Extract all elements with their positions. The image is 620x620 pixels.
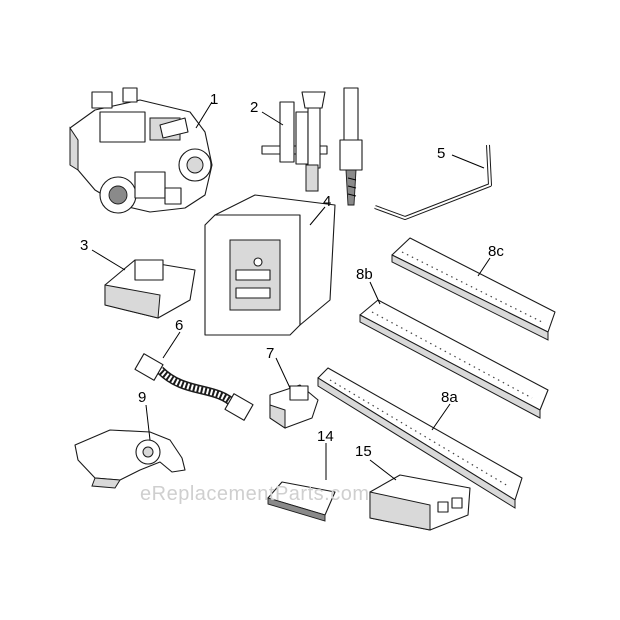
leader-6 [162, 331, 181, 359]
callout-8c: 8c [488, 243, 504, 260]
part-8a-burner-rail[interactable] [317, 367, 523, 509]
callout-1: 1 [210, 91, 218, 108]
part-6-flex-line[interactable] [134, 353, 254, 421]
leader-1 [195, 101, 213, 129]
leader-2 [261, 111, 284, 126]
leader-3 [91, 249, 126, 271]
part-15-box[interactable] [369, 474, 471, 531]
callout-4: 4 [323, 193, 331, 210]
part-8b-burner-rail[interactable] [359, 299, 549, 419]
callout-5: 5 [437, 145, 445, 162]
part-8c-burner-rail[interactable] [391, 237, 556, 341]
callout-9: 9 [138, 389, 146, 406]
part-14-cover[interactable] [267, 481, 336, 522]
callout-6: 6 [175, 317, 183, 334]
callout-14: 14 [317, 428, 334, 445]
part-3-module[interactable] [104, 259, 196, 319]
part-2-pilot-assembly[interactable] [261, 87, 363, 206]
leader-8b [369, 281, 381, 305]
part-4-control-module[interactable] [204, 194, 336, 336]
leader-4 [309, 206, 326, 226]
part-7-fitting[interactable] [269, 384, 319, 429]
watermark-text: eReplacementParts.com [140, 483, 369, 505]
callout-7: 7 [266, 345, 274, 362]
part-1-gas-valve[interactable] [69, 87, 213, 214]
callout-3: 3 [80, 237, 88, 254]
leader-5 [451, 154, 485, 169]
part-9-bracket[interactable] [74, 429, 186, 489]
callout-15: 15 [355, 443, 372, 460]
callout-8a: 8a [441, 389, 458, 406]
leader-15 [369, 459, 397, 481]
leader-7 [275, 357, 291, 389]
callout-8b: 8b [356, 266, 373, 283]
callout-2: 2 [250, 99, 258, 116]
leader-9 [145, 404, 151, 441]
leader-8c [477, 257, 491, 277]
part-5-rod[interactable] [374, 144, 492, 220]
leader-8a [431, 403, 451, 431]
